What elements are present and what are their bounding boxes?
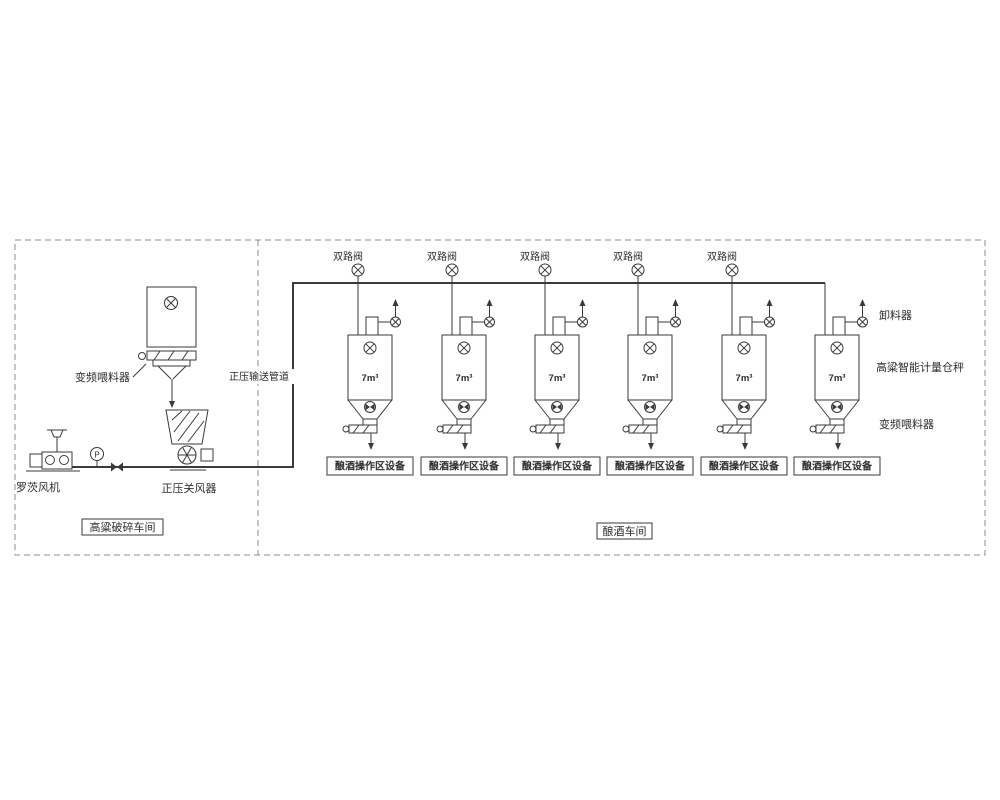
silo-unit-5: 7m³ 酿酒操作区设备 xyxy=(700,282,788,476)
crusher-workshop: 罗茨风机 P 变频喂料 xyxy=(16,286,217,536)
crusher-workshop-nameplate: 高粱破碎车间 xyxy=(81,518,164,536)
equipment-box-label: 酿酒操作区设备 xyxy=(802,460,873,473)
diverter-valve-2 xyxy=(445,263,459,284)
brewing-workshop: 双路阀 双路阀 双路阀 双路阀 双路阀 7m³ 酿酒操作区设备 7m³ 酿酒操作… xyxy=(326,250,964,540)
equipment-box-label: 酿酒操作区设备 xyxy=(709,460,780,473)
silo-capacity: 7m³ xyxy=(829,373,846,384)
equipment-box-label: 酿酒操作区设备 xyxy=(522,460,593,473)
discharger-label: 卸料器 xyxy=(879,308,912,322)
feed-silo xyxy=(138,286,197,408)
roots-blower xyxy=(26,429,80,472)
diverter-valve-label-3: 双路阀 xyxy=(520,250,550,263)
diverter-valve-label-5: 双路阀 xyxy=(707,250,737,263)
feeder-leader-line xyxy=(132,363,147,378)
pressure-gauge: P xyxy=(90,447,104,467)
diverter-valve-5 xyxy=(725,263,739,284)
brewing-workshop-label: 酿酒车间 xyxy=(603,524,647,538)
blower-label: 罗茨风机 xyxy=(16,480,60,494)
diverter-valve-1 xyxy=(351,263,365,284)
diverter-valve-4 xyxy=(631,263,645,284)
gauge-letter: P xyxy=(94,450,99,459)
equipment-box-label: 酿酒操作区设备 xyxy=(429,460,500,473)
diverter-valve-3 xyxy=(538,263,552,284)
plant-boundary xyxy=(14,239,986,556)
feeder-label: 变频喂料器 xyxy=(75,370,130,384)
silo-unit-6: 7m³ 酿酒操作区设备 xyxy=(793,282,881,476)
diverter-valve-label-2: 双路阀 xyxy=(427,250,457,263)
silo-unit-3: 7m³ 酿酒操作区设备 xyxy=(513,282,601,476)
scale-label: 高粱智能计量仓秤 xyxy=(876,360,964,374)
crusher-workshop-label: 高粱破碎车间 xyxy=(90,520,156,534)
conveying-pipe xyxy=(72,282,825,468)
diverter-valve-label-4: 双路阀 xyxy=(613,250,643,263)
silo-unit-2: 7m³ 酿酒操作区设备 xyxy=(420,282,508,476)
silo-capacity: 7m³ xyxy=(362,373,379,384)
silo-capacity: 7m³ xyxy=(549,373,566,384)
equipment-box-label: 酿酒操作区设备 xyxy=(615,460,686,473)
airlock-label: 正压关风器 xyxy=(162,481,217,495)
pipeline-label: 正压输送管道 xyxy=(229,370,289,383)
pipeline-label-backing xyxy=(220,369,298,384)
silo-unit-4: 7m³ 酿酒操作区设备 xyxy=(606,282,694,476)
silo-capacity: 7m³ xyxy=(456,373,473,384)
pipe-valve-icon xyxy=(111,462,123,472)
diverter-valve-label-1: 双路阀 xyxy=(333,250,363,263)
silo-unit-1: 7m³ 酿酒操作区设备 xyxy=(326,282,414,476)
brewing-workshop-nameplate: 酿酒车间 xyxy=(596,522,653,540)
right-feeder-label: 变频喂料器 xyxy=(879,417,934,431)
rotary-airlock xyxy=(165,409,214,471)
silo-capacity: 7m³ xyxy=(642,373,659,384)
silo-capacity: 7m³ xyxy=(736,373,753,384)
diverter-valves: 双路阀 双路阀 双路阀 双路阀 双路阀 xyxy=(333,250,739,284)
equipment-box-label: 酿酒操作区设备 xyxy=(335,460,406,473)
